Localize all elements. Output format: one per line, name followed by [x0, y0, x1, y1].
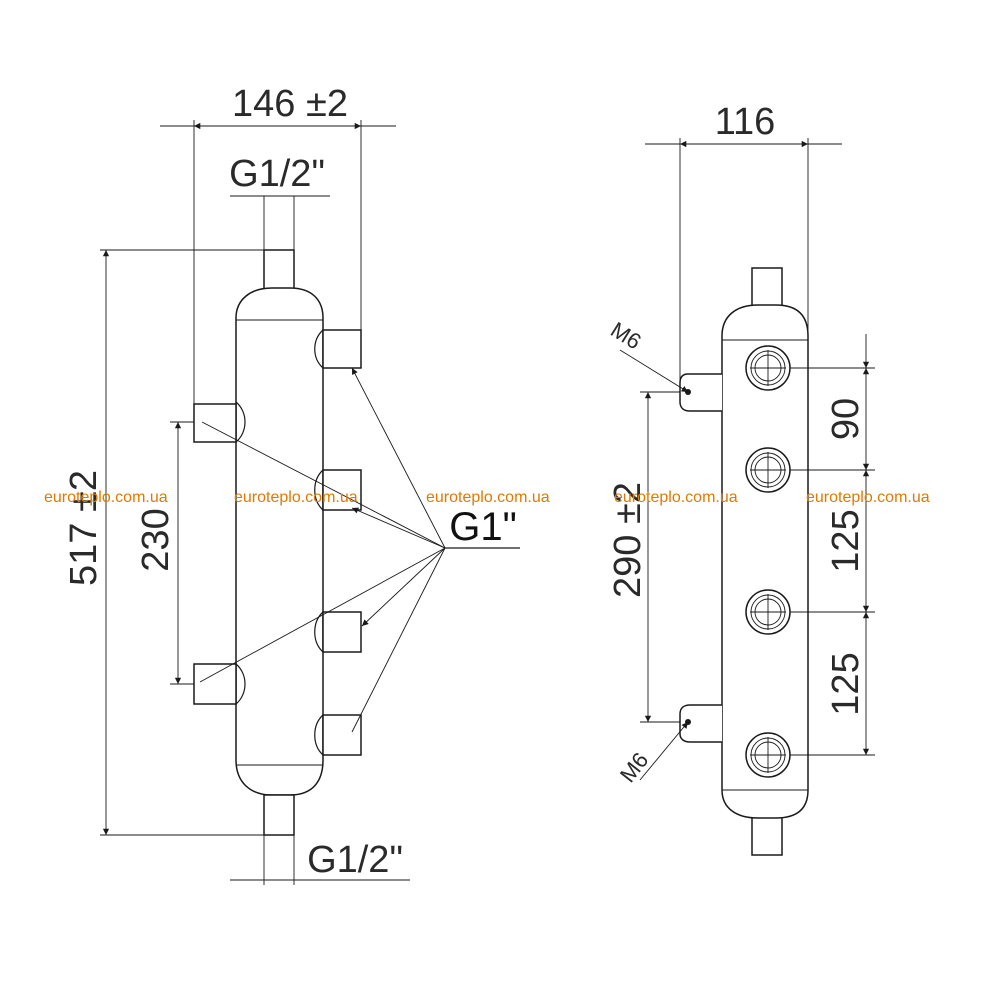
width-dimension-left: 146 ±2: [232, 83, 348, 125]
width-dimension-right: 116: [715, 101, 776, 143]
right-port-3: [314, 611, 362, 653]
inner-dimension: 230: [135, 508, 177, 571]
front-port-3: [745, 589, 791, 635]
bottom-nipple: [263, 794, 295, 836]
height-dimension: 517 ±2: [63, 470, 105, 586]
front-port-2: [745, 447, 791, 493]
left-view: 146 ±2 G1/2" G1/2" 517 ±2 230 G1": [63, 83, 520, 885]
spacing-dimension-3: 125: [825, 652, 867, 715]
top-port-label: G1/2": [229, 153, 325, 195]
right-port-1: [314, 329, 362, 369]
watermark-text: euroteplo.com.ua: [426, 489, 550, 506]
watermarks: euroteplo.com.ua euroteplo.com.ua eurote…: [44, 489, 930, 506]
mount-tab-top: [679, 373, 722, 412]
front-port-4: [745, 732, 791, 778]
mount-bottom-label: M6: [615, 748, 654, 787]
bottom-nipple-front: [751, 814, 783, 856]
side-ports-label: G1": [449, 505, 517, 549]
bottom-port-label: G1/2": [307, 839, 403, 881]
right-port-4: [314, 714, 362, 756]
front-port-1: [745, 345, 791, 391]
spacing-dimension-1: 90: [825, 398, 867, 440]
watermark-text: euroteplo.com.ua: [806, 489, 930, 506]
mount-top-label: M6: [606, 317, 645, 354]
spacing-dimension-2: 125: [825, 509, 867, 572]
watermark-text: euroteplo.com.ua: [234, 489, 358, 506]
mount-spacing-dimension: 290 ±2: [607, 482, 649, 598]
left-view-body: [235, 287, 324, 796]
right-port-2: [314, 469, 362, 511]
right-view: 116 M6 M6 290 ±2 90 125 125: [606, 101, 875, 856]
left-port-2: [193, 663, 246, 705]
watermark-text: euroteplo.com.ua: [614, 489, 738, 506]
top-nipple-front: [751, 267, 783, 309]
watermark-text: euroteplo.com.ua: [44, 489, 168, 506]
top-nipple: [263, 249, 295, 291]
